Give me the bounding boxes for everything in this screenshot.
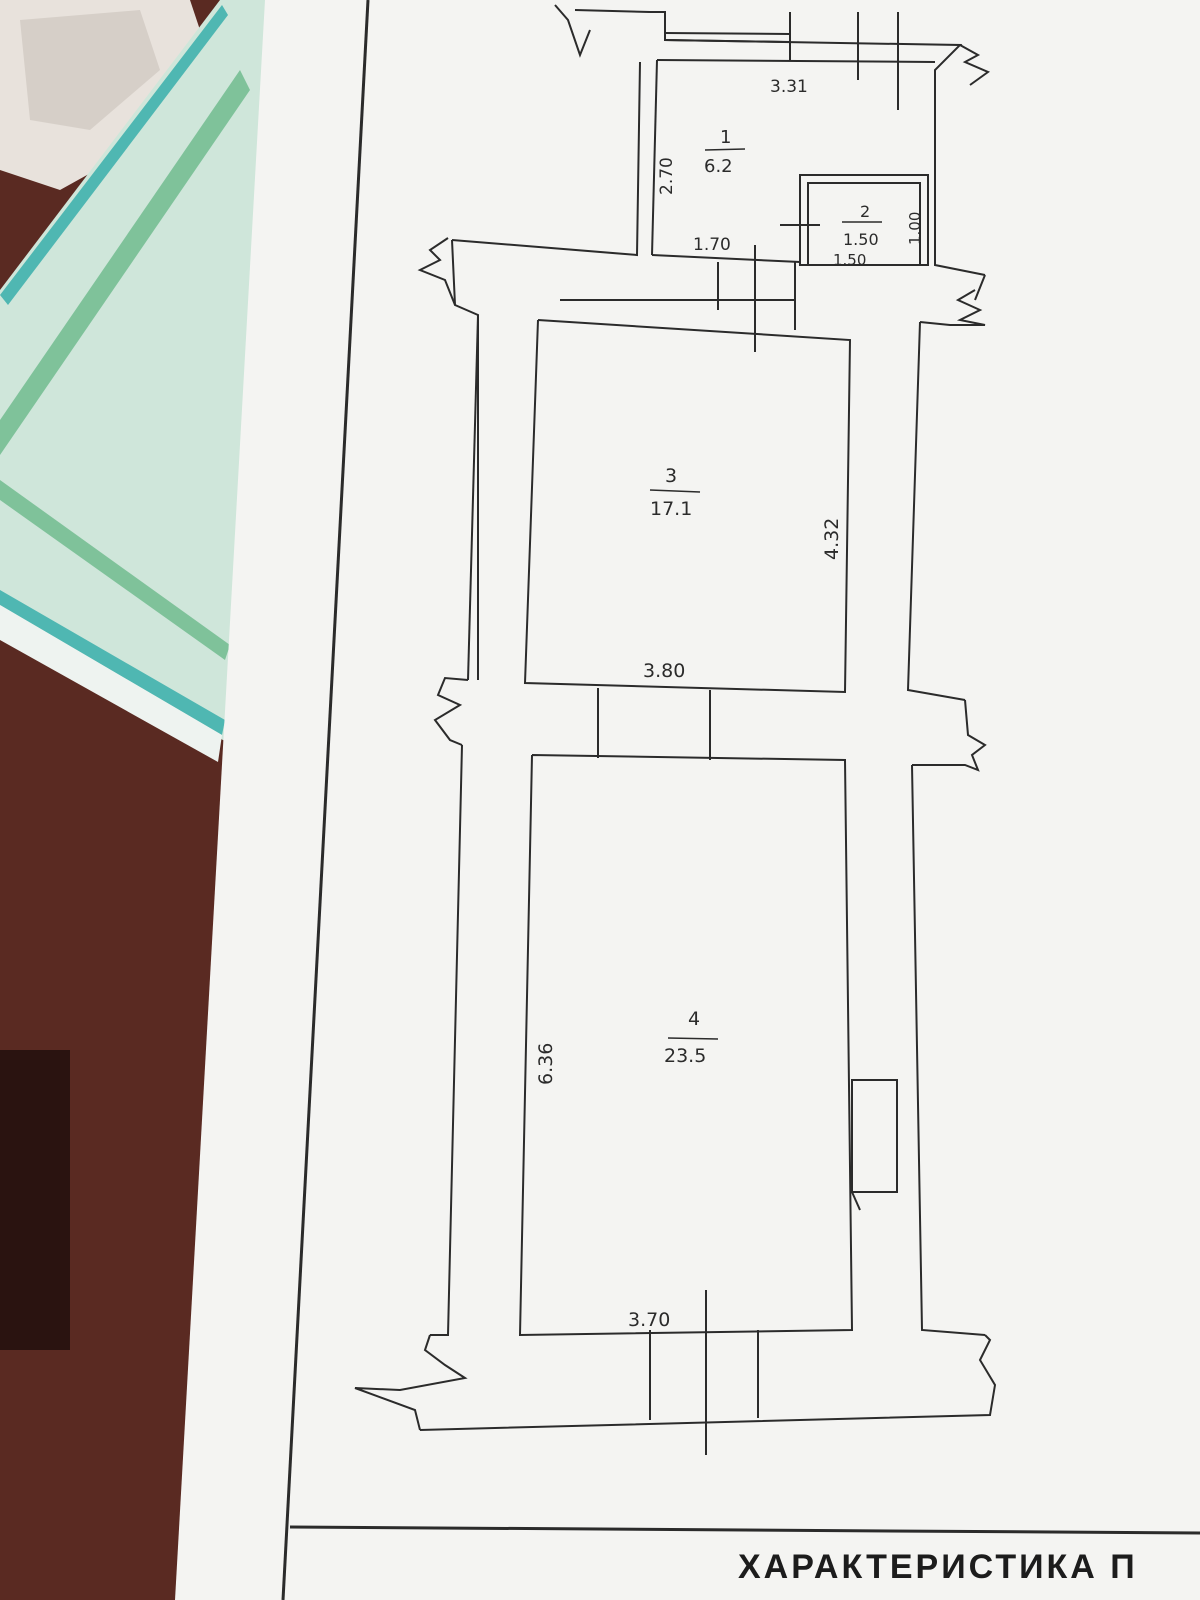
room2-area: 1.50: [843, 230, 879, 249]
dim-room2-bottom: 1.50: [833, 251, 866, 269]
window-top-a: [664, 32, 791, 35]
footer-title: ХАРАКТЕРИСТИКА П: [738, 1548, 1138, 1586]
room4-number: 4: [688, 1008, 700, 1030]
bottom-outer-wall: [419, 1334, 997, 1431]
upper-block: [417, 4, 991, 680]
dim-room1-height: 2.70: [657, 157, 677, 195]
frame-line-bottom: [289, 1525, 1200, 1535]
upper-mid-wall: [451, 239, 479, 680]
room4-walls: [518, 754, 854, 1337]
upper-right-break: [959, 44, 991, 86]
room3: [467, 314, 966, 701]
window-top-b: [664, 39, 791, 43]
room4-area: 23.5: [664, 1045, 706, 1067]
room3-area: 17.1: [650, 498, 692, 520]
room1-inner-left: [651, 59, 658, 256]
under-sheet-border-bottom: [0, 590, 225, 735]
room3-outer-left: [467, 314, 479, 681]
dim-room4-height: 6.36: [535, 1043, 557, 1085]
room3-outer-right: [906, 321, 966, 701]
doorway-3-4: [433, 676, 987, 772]
upper-left-outer-wall: [451, 61, 641, 257]
left-break-mid: [433, 676, 469, 746]
upper-top-wall: [574, 9, 651, 13]
left-break-upper: [417, 237, 456, 306]
upper-top-break: [554, 4, 591, 58]
upper-mid-wall-top: [974, 274, 986, 301]
right-break-upper: [919, 289, 986, 326]
dim-room1-width: 3.31: [770, 77, 808, 97]
paper-sheet: [175, 0, 1200, 1600]
dim-room4-width: 3.70: [628, 1309, 670, 1331]
right-break-mid: [912, 699, 987, 772]
room2-number: 2: [860, 202, 870, 221]
room4-outer-left: [430, 744, 463, 1336]
room1-inner-bottom: [651, 254, 801, 263]
room4: [354, 744, 997, 1455]
under-sheet: [0, 0, 300, 760]
cloth-fold: [20, 10, 160, 130]
under-sheet-white-edge: [0, 605, 222, 762]
room3-fraction-bar: [649, 489, 701, 493]
room3-number: 3: [665, 465, 677, 487]
room1-area: 6.2: [704, 156, 733, 177]
frame-line-left: [281, 0, 370, 1600]
room1-inner-top: [656, 59, 936, 63]
under-sheet-border-outer: [0, 5, 228, 305]
under-sheet-green-band: [0, 70, 250, 455]
under-sheet-green-band-lower: [0, 480, 230, 660]
room4-outer-right: [911, 764, 986, 1336]
room4-fraction-bar: [667, 1037, 719, 1040]
left-break-bottom: [354, 1334, 468, 1431]
dim-room3-width: 3.80: [643, 660, 685, 682]
room3-walls: [523, 319, 852, 694]
dim-room2-height: 1.00: [906, 212, 924, 245]
stove-tick: [851, 1191, 861, 1211]
room1-fraction-bar: [704, 148, 746, 151]
stove: [851, 1079, 898, 1193]
dim-room3-height: 4.32: [821, 518, 843, 560]
table-shadow: [0, 1050, 70, 1350]
dim-room1-bottom: 1.70: [693, 235, 731, 255]
room1-number: 1: [720, 127, 731, 148]
